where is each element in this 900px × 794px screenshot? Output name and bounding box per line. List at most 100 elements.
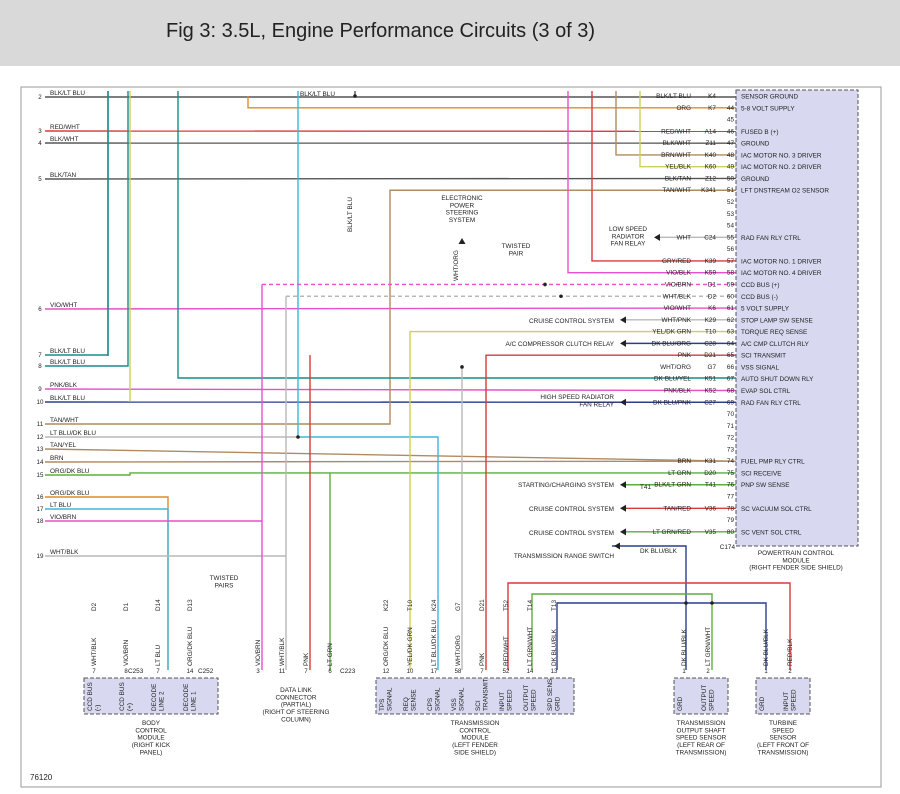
bcm-pin-number: 8 [124, 669, 128, 675]
left-wire-number: 15 [37, 472, 44, 479]
left-wire-color: ORG/DK BLU [50, 468, 90, 475]
tcm-pin-number: 13 [551, 669, 558, 675]
vertical-wire-label: BLK/LT BLU [300, 91, 335, 98]
pcm-circuit-id: D2 [708, 293, 717, 300]
pcm-wire-color: WHT/ORG [660, 364, 691, 371]
pcm-pin-number: 52 [727, 199, 735, 206]
pcm-pin-number: 57 [727, 258, 735, 265]
pcm-pin-function: IAC MOTOR NO. 2 DRIVER [741, 164, 822, 171]
pcm-connector-id: C174 [720, 544, 736, 551]
arrow-icon [620, 316, 626, 324]
pcm-pin-number: 72 [727, 435, 735, 442]
left-wire-number: 18 [37, 518, 44, 525]
left-wire-number: 5 [38, 176, 42, 183]
starting-charging-label: STARTING/CHARGING SYSTEM [518, 482, 614, 489]
wire [615, 91, 736, 156]
vertical-wire-label: BLK/LT BLU [347, 197, 354, 232]
pcm-circuit-id: K31 [705, 458, 717, 465]
pcm-pin-number: 66 [727, 364, 735, 371]
pcm-wire-color: LT GRN/RED [653, 529, 691, 536]
pcm-pin-number: 46 [727, 128, 735, 135]
bcm-pin-function: CCD BUS(+) [119, 682, 133, 711]
tcm-pin-wire: ORG/DK BLU [383, 626, 390, 666]
pcm-pin-number: 50 [727, 175, 735, 182]
trs-label: TRANSMISSION RANGE SWITCH [514, 553, 615, 560]
page-title: Fig 3: 3.5L, Engine Performance Circuits… [166, 20, 596, 42]
left-wire-number: 12 [37, 434, 44, 441]
tos-box [673, 677, 729, 715]
tss-pin-number: 1 [764, 669, 768, 675]
wire [485, 354, 736, 670]
pcm-pin-function: CCD BUS (+) [741, 282, 780, 289]
wire [409, 330, 736, 670]
pcm-pin-function: IAC MOTOR NO. 1 DRIVER [741, 258, 822, 265]
left-wire-color: BLK/LT BLU [50, 348, 85, 355]
dlc-pin-number: 6 [328, 669, 332, 675]
pcm-circuit-id: D21 [704, 352, 716, 359]
splice-dot [559, 294, 563, 299]
left-wire-color: LT BLU [50, 502, 71, 509]
pcm-pin-number: 70 [727, 411, 735, 418]
tcm-pin-circuit: D21 [479, 599, 486, 611]
pcm-pin-function: CCD BUS (-) [741, 294, 778, 301]
left-wire-number: 8 [38, 363, 42, 370]
pcm-wire-color: DK BLU/PNK [653, 399, 692, 406]
pcm-pin-number: 51 [727, 187, 735, 194]
pcm-circuit-id: K59 [705, 270, 717, 277]
tcm-pin-function: SPD SENSGRD [547, 679, 561, 711]
pcm-pin-function: LFT DNSTREAM O2 SENSOR [741, 188, 829, 195]
pcm-pin-function: SC VENT SOL CTRL [741, 529, 802, 536]
dlc-pin-number: 7 [304, 669, 308, 675]
tcm-pin-function: INPUTSPEED [499, 689, 513, 711]
arrow-icon [654, 233, 660, 241]
left-wire-number: 13 [37, 446, 44, 453]
bcm-box [83, 677, 219, 715]
pcm-pin-number: 73 [727, 446, 735, 453]
wire [639, 91, 736, 168]
left-wire-number: 7 [38, 352, 42, 359]
tcm-pin-number: 52 [503, 669, 510, 675]
wire [45, 91, 129, 367]
splice-dot [353, 94, 357, 98]
pcm-pin-number: 77 [727, 494, 735, 501]
pcm-pin-number: 48 [727, 152, 735, 159]
pcm-pin-function: TORQUE REQ SENSE [741, 329, 807, 336]
wire [45, 472, 736, 476]
pcm-pin-number: 62 [727, 317, 735, 324]
pcm-pin-function: IAC MOTOR NO. 3 DRIVER [741, 152, 822, 159]
pcm-wire-color: TAN/WHT [662, 187, 691, 194]
tcm-pin-wire: LT GRN/WHT [527, 627, 534, 666]
left-wire-color: RED/WHT [50, 124, 80, 131]
wire [177, 91, 736, 379]
left-wire-color: WHT/BLK [50, 549, 79, 556]
pcm-pin-function: STOP LAMP SW SENSE [741, 317, 813, 324]
pcm-circuit-id: K60 [705, 164, 717, 171]
pcm-circuit-id: D20 [704, 470, 716, 477]
tcm-pin-number: 12 [383, 669, 390, 675]
left-wire-number: 2 [38, 94, 42, 101]
cruise-label-2: CRUISE CONTROL SYSTEM [529, 506, 614, 513]
pcm-wire-color: PNK [678, 352, 692, 359]
tss-pin-function: INPUTSPEED [783, 689, 797, 711]
tcm-pin-wire: PNK [479, 652, 486, 666]
trs-wire-label: DK BLU/BLK [640, 548, 678, 555]
pcm-wire-color: WHT/PNK [662, 317, 692, 324]
pcm-pin-number: 45 [727, 117, 735, 124]
pcm-wire-color: BLK/LT BLU [656, 93, 691, 100]
bcm-pin-circuit: D13 [187, 599, 194, 611]
pcm-pin-function: EVAP SOL CTRL [741, 388, 791, 395]
pcm-pin-function: 5 VOLT SUPPLY [741, 306, 790, 313]
pcm-pin-number: 65 [727, 352, 735, 359]
tcm-pin-circuit: K24 [431, 599, 438, 611]
pcm-circuit-id: C24 [704, 234, 716, 241]
pcm-pin-number: 49 [727, 164, 735, 171]
bcm-pin-circuit: D14 [155, 599, 162, 611]
pcm-circuit-id: T41 [705, 482, 716, 489]
wire [556, 602, 767, 670]
